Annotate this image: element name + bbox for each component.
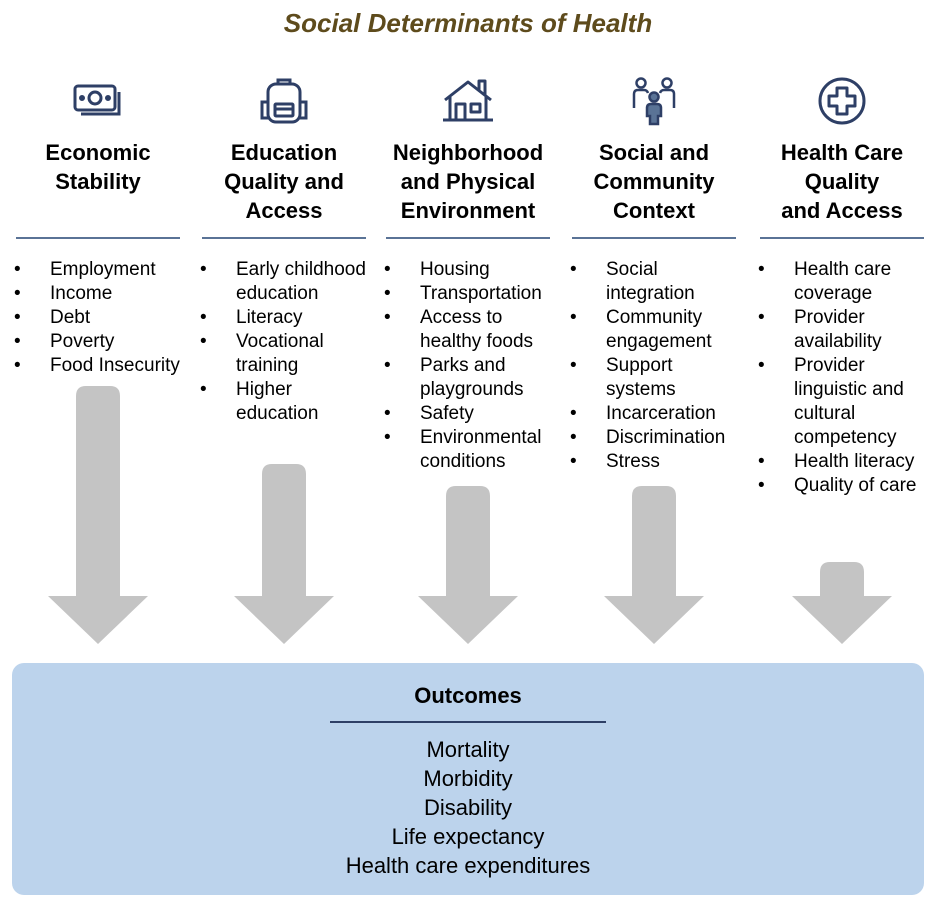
outcome-item: Morbidity — [423, 766, 513, 791]
determinant-list: Health care coverage Provider availabili… — [758, 258, 930, 498]
list-item: Stress — [570, 450, 747, 474]
list-item: Incarceration — [570, 402, 747, 426]
list-item: Debt — [14, 306, 206, 330]
list-item: Employment — [14, 258, 206, 282]
outcomes-title: Outcomes — [414, 683, 522, 708]
list-item: Higher education — [200, 378, 367, 426]
column-divider — [386, 237, 550, 239]
column-divider — [202, 237, 366, 239]
column-heading: Social and Community Context — [593, 140, 715, 223]
list-item: Parks and playgrounds — [384, 354, 561, 402]
column-heading: Education Quality and Access — [224, 140, 344, 223]
people-icon — [627, 76, 681, 126]
determinant-list: Early childhood education Literacy Vocat… — [200, 258, 367, 426]
list-item: Access to healthy foods — [384, 306, 561, 354]
column-health-care: Health Care Quality and Access Health ca… — [758, 0, 924, 660]
list-item: Health literacy — [758, 450, 930, 474]
list-item: Vocational training — [200, 330, 367, 378]
outcome-item: Health care expenditures — [345, 853, 591, 878]
backpack-icon — [257, 76, 311, 126]
column-heading: Health Care Quality and Access — [780, 140, 904, 223]
outcome-item: Life expectancy — [391, 824, 545, 849]
determinant-list: Employment Income Debt Poverty Food Inse… — [14, 258, 206, 378]
list-item: Literacy — [200, 306, 367, 330]
column-education: Education Quality and Access Early child… — [200, 0, 367, 660]
column-divider — [16, 237, 180, 239]
list-item: Safety — [384, 402, 561, 426]
outcomes-panel: Outcomes Mortality Morbidity Disability … — [12, 663, 924, 895]
diagram-title: Social Determinants of Health — [283, 8, 653, 38]
list-item: Social integration — [570, 258, 747, 306]
list-item: Quality of care — [758, 474, 930, 498]
determinant-list: Social integration Community engagement … — [570, 258, 747, 474]
column-heading: Neighborhood and Physical Environment — [392, 140, 544, 223]
outcome-item: Mortality — [426, 737, 510, 762]
down-arrow — [48, 386, 148, 644]
list-item: Discrimination — [570, 426, 747, 450]
list-item: Poverty — [14, 330, 206, 354]
column-social-community: Social and Community Context Social inte… — [570, 0, 736, 660]
determinant-list: Housing Transportation Access to healthy… — [384, 258, 561, 474]
column-heading: Economic Stability — [45, 140, 151, 194]
list-item: Food Insecurity — [14, 354, 206, 378]
list-item: Income — [14, 282, 206, 306]
money-icon — [71, 76, 125, 126]
medical-cross-icon — [815, 76, 869, 126]
column-divider — [572, 237, 736, 239]
house-icon — [441, 76, 495, 126]
down-arrow — [418, 486, 518, 644]
list-item: Support systems — [570, 354, 747, 402]
down-arrow — [792, 562, 892, 644]
list-item: Transportation — [384, 282, 561, 306]
down-arrow — [234, 464, 334, 644]
list-item: Housing — [384, 258, 561, 282]
down-arrow — [604, 486, 704, 644]
list-item: Environmental conditions — [384, 426, 561, 474]
list-item: Early childhood education — [200, 258, 367, 306]
outcome-item: Disability — [423, 795, 513, 820]
outcomes-divider — [330, 721, 606, 723]
list-item: Provider availability — [758, 306, 930, 354]
list-item: Provider linguistic and cultural compete… — [758, 354, 930, 450]
column-neighborhood: Neighborhood and Physical Environment Ho… — [384, 0, 550, 660]
list-item: Community engagement — [570, 306, 747, 354]
column-economic-stability: Economic Stability Employment Income Deb… — [14, 0, 180, 660]
outcomes-list: Mortality Morbidity Disability Life expe… — [12, 735, 924, 880]
column-divider — [760, 237, 924, 239]
list-item: Health care coverage — [758, 258, 930, 306]
